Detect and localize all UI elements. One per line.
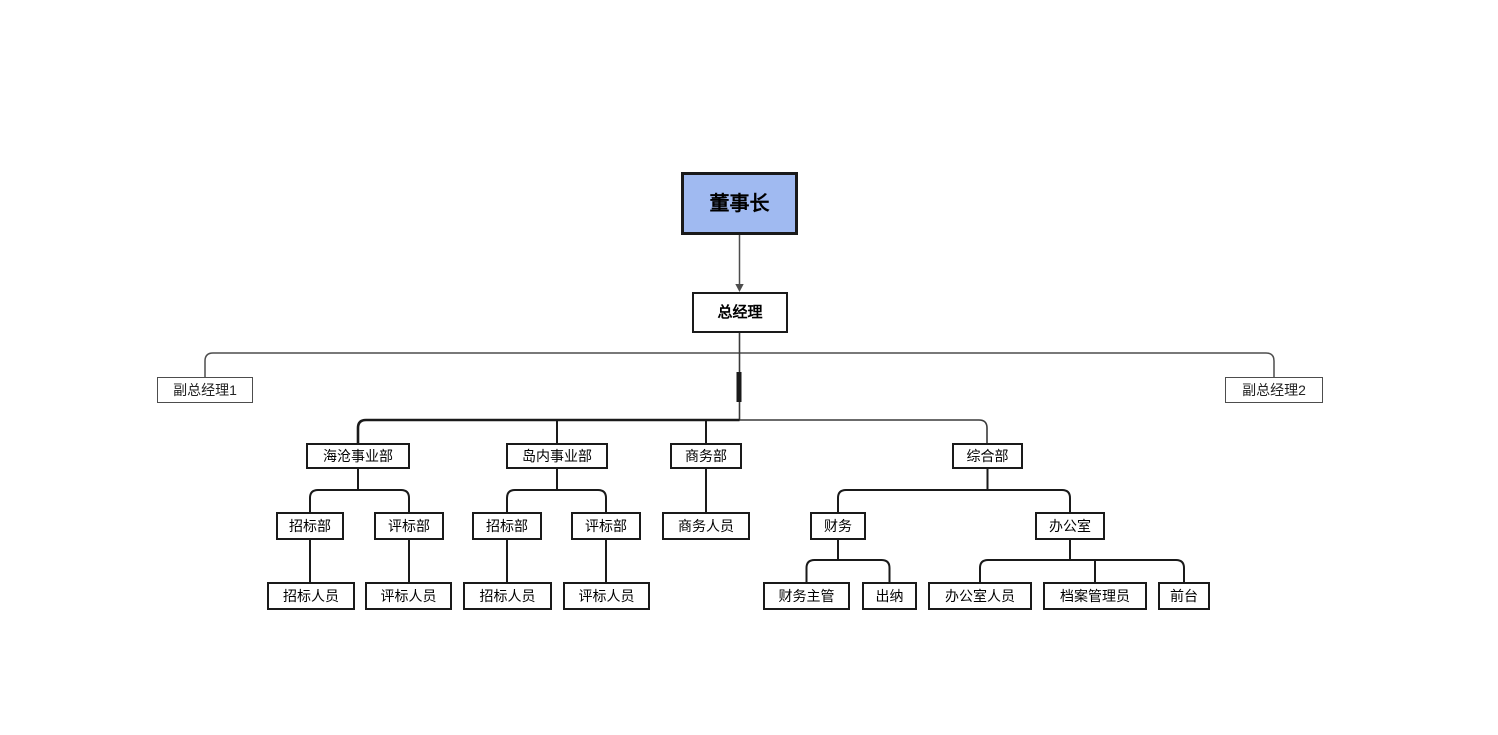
node-finance-supervisor[interactable]: 财务主管	[763, 582, 850, 610]
edge-finance-children	[805, 540, 891, 582]
node-hc-bidding-staff[interactable]: 招标人员	[267, 582, 355, 610]
node-general-manager[interactable]: 总经理	[692, 292, 788, 333]
edge-rail-departments-left	[356, 418, 740, 443]
node-hc-evaluation-staff[interactable]: 评标人员	[365, 582, 452, 610]
node-finance[interactable]: 财务	[810, 512, 866, 540]
edge-office-children	[979, 540, 1185, 582]
node-deputy-gm-1[interactable]: 副总经理1	[157, 377, 253, 403]
edge-general-children	[837, 469, 1071, 512]
node-general-dept[interactable]: 综合部	[952, 443, 1023, 469]
node-business-staff[interactable]: 商务人员	[662, 512, 750, 540]
edge-island-children	[506, 469, 607, 512]
edge-haicang-children	[309, 469, 410, 512]
node-deputy-gm-2[interactable]: 副总经理2	[1225, 377, 1323, 403]
node-cashier[interactable]: 出纳	[862, 582, 917, 610]
arrowhead-icon	[735, 284, 744, 292]
node-in-bidding-dept[interactable]: 招标部	[472, 512, 542, 540]
node-chairman[interactable]: 董事长	[681, 172, 798, 235]
node-business-dept[interactable]: 商务部	[670, 443, 742, 469]
node-hc-bidding-dept[interactable]: 招标部	[276, 512, 344, 540]
node-in-evaluation-staff[interactable]: 评标人员	[563, 582, 650, 610]
node-office-staff[interactable]: 办公室人员	[928, 582, 1032, 610]
node-in-evaluation-dept[interactable]: 评标部	[571, 512, 641, 540]
node-archive-manager[interactable]: 档案管理员	[1043, 582, 1147, 610]
node-front-desk[interactable]: 前台	[1158, 582, 1210, 610]
node-in-bidding-staff[interactable]: 招标人员	[463, 582, 552, 610]
node-office[interactable]: 办公室	[1035, 512, 1105, 540]
node-island-division[interactable]: 岛内事业部	[506, 443, 608, 469]
node-hc-evaluation-dept[interactable]: 评标部	[374, 512, 444, 540]
edge-rail-departments-right	[739, 419, 988, 443]
node-haicang-division[interactable]: 海沧事业部	[306, 443, 410, 469]
